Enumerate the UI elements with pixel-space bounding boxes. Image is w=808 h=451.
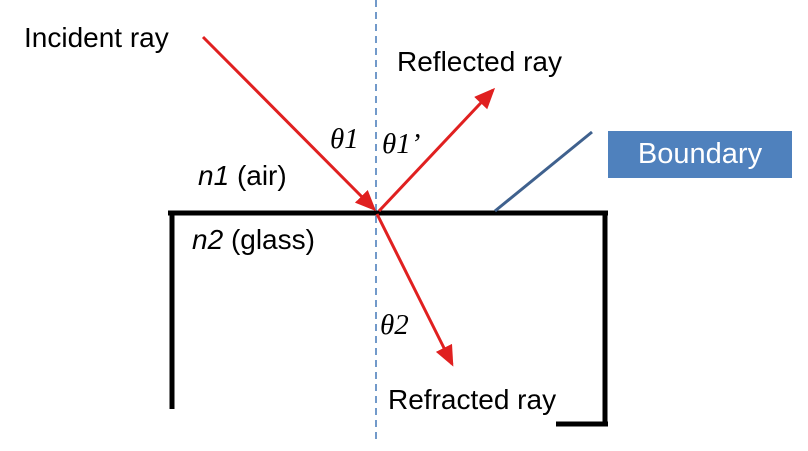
theta1-prime-angle-label: θ1’ [382, 128, 421, 160]
refracted-ray-label: Refracted ray [388, 384, 557, 415]
n1-medium-label: n1 (air) [198, 160, 287, 192]
boundary-label-box: Boundary [608, 131, 792, 178]
refracted-ray-line [375, 213, 454, 367]
theta2-angle-label: θ2 [380, 309, 409, 341]
incident-ray-label: Incident ray [24, 22, 169, 53]
n2-medium-label: n2 (glass) [192, 224, 315, 256]
reflected-ray-line [377, 87, 496, 213]
n2-medium-text: (glass) [230, 224, 315, 255]
reflected-ray-label: Reflected ray [397, 46, 562, 77]
n1-medium-text: (air) [236, 160, 287, 191]
n1-symbol: n1 [198, 160, 230, 191]
theta1-angle-label: θ1 [330, 123, 359, 155]
boundary-label: Boundary [637, 138, 763, 170]
n2-symbol: n2 [192, 224, 224, 255]
incident-ray-line [201, 35, 377, 212]
boundary-callout-line [494, 130, 593, 213]
